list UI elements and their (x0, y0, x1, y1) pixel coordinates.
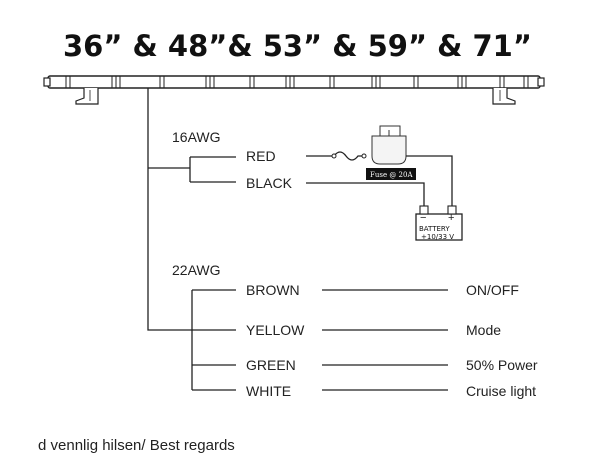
battery-negative-sign: − (420, 212, 426, 224)
bottom-branch (191, 289, 236, 391)
fuse-holder-icon (371, 125, 407, 165)
gauge-16awg-label: 16AWG (172, 129, 221, 145)
black-wire (306, 182, 425, 208)
fuse-rating-label: Fuse @ 20A (370, 171, 413, 179)
function-mode: Mode (466, 322, 501, 338)
fuse-wire (406, 155, 453, 208)
wire-black-label: BLACK (246, 175, 293, 191)
wire-brown-label: BROWN (246, 282, 300, 298)
function-on-off: ON/OFF (466, 282, 519, 298)
function-50-power: 50% Power (466, 357, 538, 373)
battery-label: BATTERY (419, 225, 450, 233)
mount-foot-right (492, 88, 516, 105)
battery-voltage: +10/33 V (421, 233, 454, 241)
battery-positive-sign: + (448, 212, 454, 224)
function-cruise-light: Cruise light (466, 383, 536, 399)
function-leaders (322, 289, 448, 391)
wire-green-label: GREEN (246, 357, 296, 373)
top-branch (189, 156, 236, 183)
wire-red-label: RED (246, 148, 276, 164)
wire-white-label: WHITE (246, 383, 291, 399)
light-bar (43, 75, 545, 105)
mount-foot-left (75, 88, 99, 105)
wire-yellow-label: YELLOW (246, 322, 305, 338)
red-wire (306, 151, 364, 161)
email-signoff: d vennlig hilsen/ Best regards (38, 437, 235, 454)
battery-icon (415, 205, 463, 241)
fuse-rating-tag (366, 168, 416, 180)
size-title: 36” & 48”& 53” & 59” & 71” (63, 29, 532, 63)
main-cable (147, 88, 236, 331)
gauge-22awg-label: 22AWG (172, 262, 221, 278)
